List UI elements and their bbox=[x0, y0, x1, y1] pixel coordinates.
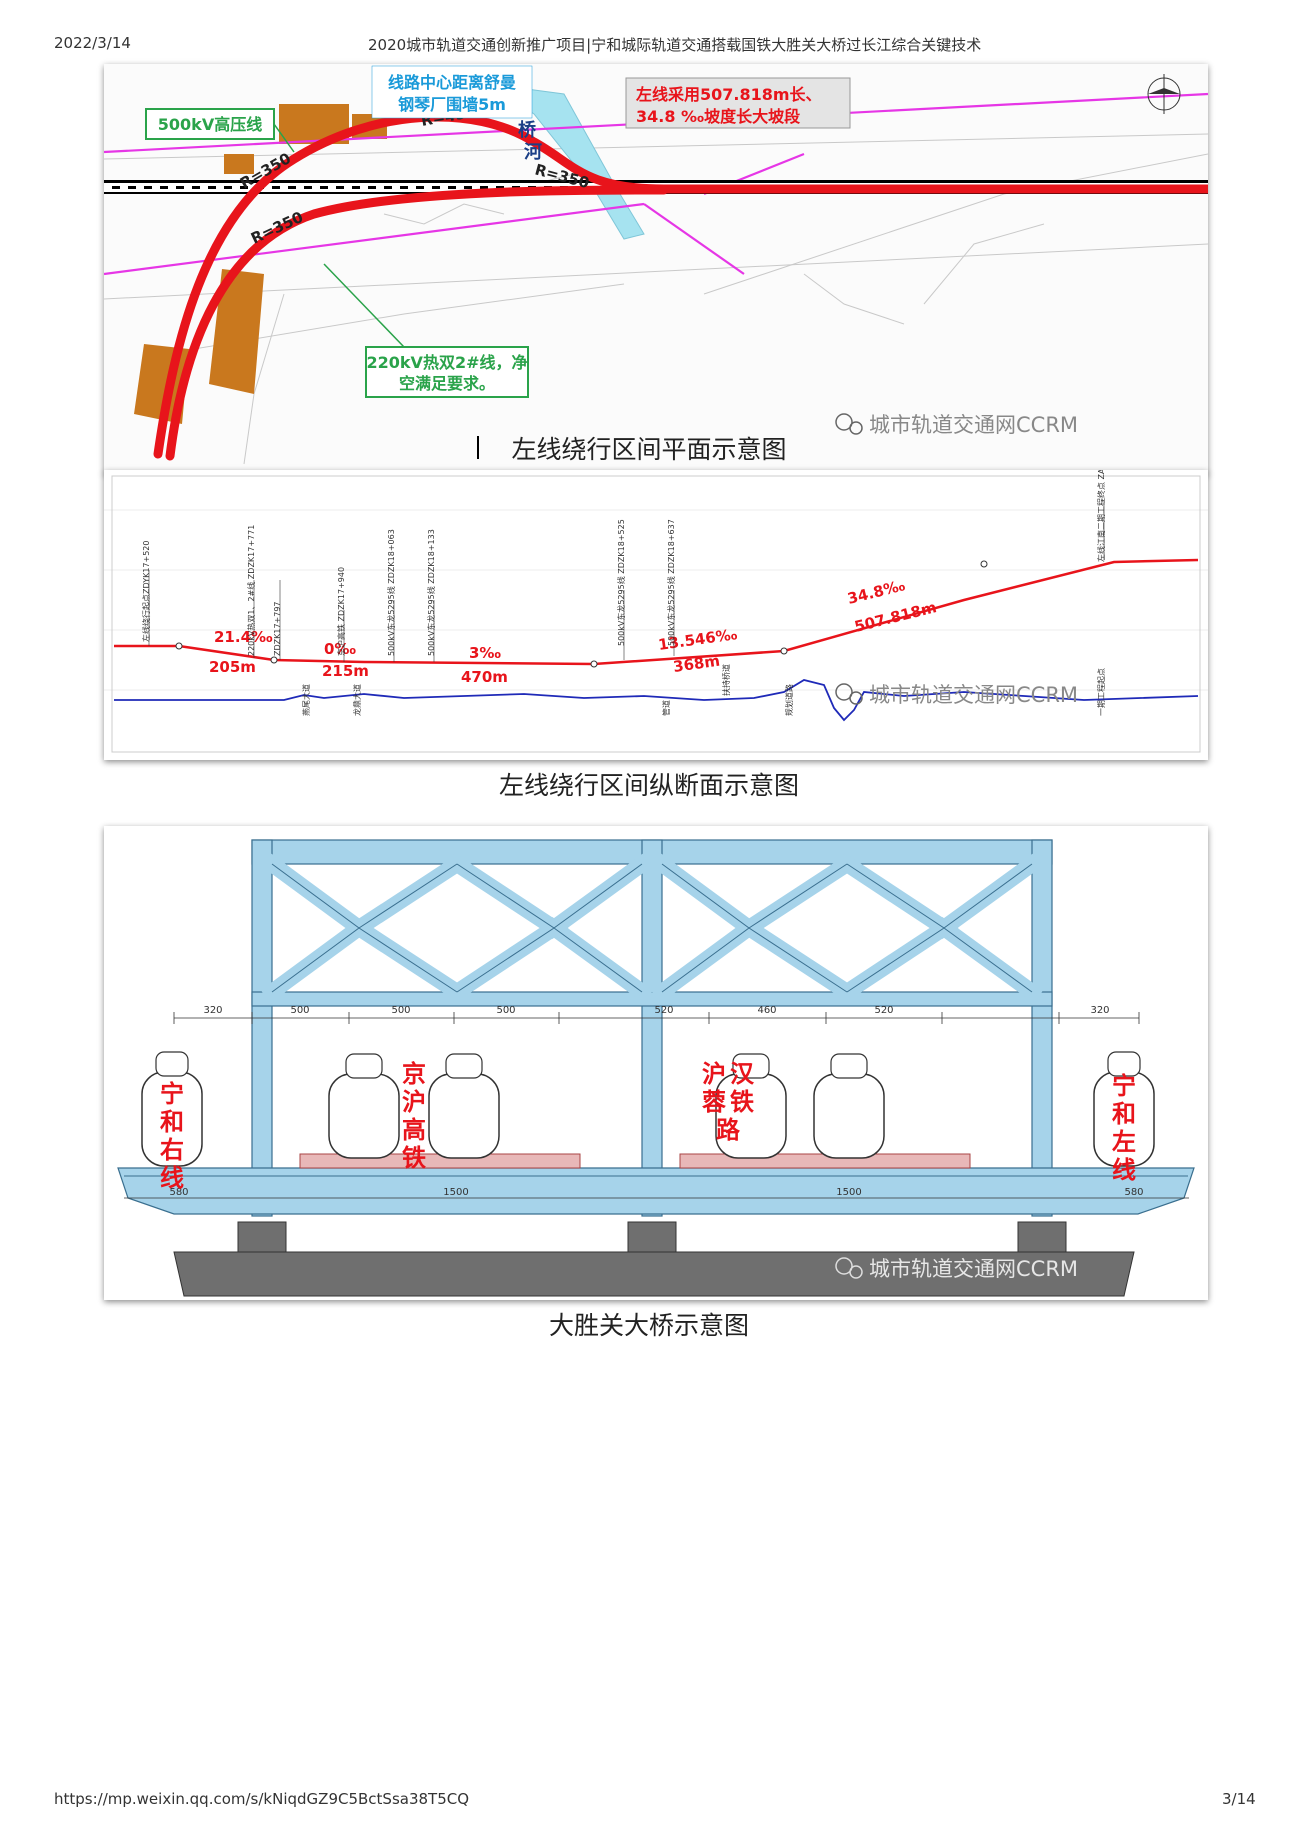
label-ninghe-left-4: 线 bbox=[1112, 1156, 1136, 1184]
grade-label-1: 21.4‰ bbox=[214, 628, 273, 646]
caption-profile: 左线绕行区间纵断面示意图 bbox=[498, 771, 799, 800]
dim-top-4: 500 bbox=[496, 1005, 515, 1016]
label-ninghe-right-4: 线 bbox=[160, 1164, 184, 1192]
caption-plan-view: 左线绕行区间平面示意图 bbox=[511, 435, 787, 464]
river-label-3: 河 bbox=[524, 142, 542, 163]
profile-annotation-2: ZDZK17+797 bbox=[273, 601, 282, 656]
label-huhan-4: 铁 bbox=[730, 1088, 754, 1116]
profile-annotation-4: 500kV东龙5295线 ZDZK18+063 bbox=[386, 529, 396, 656]
page-number: 3/14 bbox=[1222, 1790, 1256, 1808]
dim-top-7: 520 bbox=[874, 1005, 893, 1016]
callout-slope-line2: 34.8 ‰坡度长大坡段 bbox=[636, 107, 801, 126]
dim-top-6: 460 bbox=[757, 1005, 776, 1016]
label-jinghu-3: 高 bbox=[402, 1116, 426, 1144]
bridge-section-figure: 320 500 500 500 520 460 520 320 bbox=[104, 826, 1208, 1300]
dim-top-1: 320 bbox=[203, 1005, 222, 1016]
label-jinghu-4: 铁 bbox=[402, 1144, 426, 1172]
callout-distance-line1: 线路中心距离舒曼 bbox=[388, 73, 516, 92]
profile-annotation-7: 500kV东龙5295线 ZDZK18+637 bbox=[666, 519, 676, 646]
length-label-2: 215m bbox=[322, 662, 369, 680]
label-ninghe-left-2: 和 bbox=[1112, 1100, 1136, 1128]
label-ninghe-right-3: 右 bbox=[160, 1136, 184, 1164]
dim-top-2: 500 bbox=[290, 1005, 309, 1016]
dim-top-3: 500 bbox=[391, 1005, 410, 1016]
label-huhan-5: 路 bbox=[716, 1116, 741, 1144]
profile-annotation-10: 管道 bbox=[661, 700, 671, 716]
profile-annotation-6: 500kV东龙5295线 ZDZK18+525 bbox=[616, 519, 626, 646]
dim-top-5: 520 bbox=[654, 1005, 673, 1016]
profile-start-label: 左线绕行起点ZDYK17+520 bbox=[141, 541, 151, 643]
watermark-text-2: 城市轨道交通网CCRM bbox=[869, 683, 1078, 707]
dim-bottom-1: 580 bbox=[169, 1187, 188, 1198]
length-label-1: 205m bbox=[209, 658, 256, 676]
river-label-2: 桥 bbox=[518, 119, 537, 141]
length-label-3: 470m bbox=[461, 668, 508, 686]
label-ninghe-right-1: 宁 bbox=[160, 1080, 184, 1108]
label-huhan-1: 沪 bbox=[702, 1060, 726, 1088]
caption-bridge: 大胜关大桥示意图 bbox=[548, 1311, 749, 1340]
callout-220kv-line1: 220kV热双2#线，净 bbox=[367, 353, 528, 372]
profile-drawing: 21.4‰ 205m 0‰ 215m 3‰ 470m 13.546‰ 368m … bbox=[104, 470, 1208, 760]
watermark-wechat-icon bbox=[835, 413, 863, 435]
dim-top-8: 320 bbox=[1090, 1005, 1109, 1016]
profile-annotation-5: 500kV东龙5295线 ZDZK18+133 bbox=[426, 529, 436, 656]
plan-view-drawing: R=450 R=350 R=350 R=350 板 桥 河 500kV高压线 线… bbox=[104, 64, 1208, 474]
profile-annotation-8: 燕尾大道 bbox=[301, 684, 311, 716]
grade-label-2: 0‰ bbox=[324, 640, 356, 658]
label-jinghu-2: 沪 bbox=[402, 1088, 426, 1116]
watermark-text-3: 城市轨道交通网CCRM bbox=[869, 1257, 1078, 1281]
label-ninghe-right-2: 和 bbox=[160, 1108, 184, 1136]
profile-end-label: 左线江南二期工程终点 ZAK19+634.686 bbox=[1096, 470, 1106, 562]
document-title: 2020城市轨道交通创新推广项目|宁和城际轨道交通搭载国铁大胜关大桥过长江综合关… bbox=[368, 36, 982, 54]
label-jinghu-1: 京 bbox=[402, 1060, 426, 1088]
page-url[interactable]: https://mp.weixin.qq.com/s/kNiqdGZ9C5Bct… bbox=[54, 1790, 470, 1808]
watermark-text: 城市轨道交通网CCRM bbox=[869, 413, 1078, 437]
callout-distance-line2: 钢琴厂围墙5m bbox=[398, 95, 506, 114]
label-huhan-3: 蓉 bbox=[702, 1088, 726, 1116]
north-arrow-icon bbox=[1147, 74, 1181, 114]
profile-annotation-13: 一期工程起点 bbox=[1097, 668, 1106, 716]
profile-annotation-3: 京沪高铁 ZDZK17+940 bbox=[336, 567, 346, 656]
label-huhan-2: 汉 bbox=[730, 1060, 755, 1088]
plan-view-figure: R=450 R=350 R=350 R=350 板 桥 河 500kV高压线 线… bbox=[104, 64, 1208, 474]
dim-bottom-4: 580 bbox=[1124, 1187, 1143, 1198]
profile-annotation-1: 220kV热双1、2#线 ZDZK17+771 bbox=[246, 525, 256, 656]
grade-label-3: 3‰ bbox=[469, 644, 501, 662]
label-ninghe-left-3: 左 bbox=[1112, 1128, 1136, 1156]
callout-slope-line1: 左线采用507.818m长、 bbox=[635, 85, 822, 104]
profile-figure: 21.4‰ 205m 0‰ 215m 3‰ 470m 13.546‰ 368m … bbox=[104, 470, 1208, 760]
watermark-wechat-icon-3 bbox=[835, 1257, 863, 1279]
profile-annotation-9: 龙鼎大道 bbox=[352, 684, 362, 716]
dim-bottom-3: 1500 bbox=[836, 1187, 861, 1198]
callout-220kv-line2: 空满足要求。 bbox=[399, 374, 495, 393]
watermark-wechat-icon-2 bbox=[835, 683, 863, 705]
label-ninghe-left-1: 宁 bbox=[1112, 1072, 1136, 1100]
profile-annotation-11: 扶持桥道 bbox=[721, 664, 731, 696]
bridge-section-drawing: 320 500 500 500 520 460 520 320 bbox=[104, 826, 1208, 1300]
print-date: 2022/3/14 bbox=[54, 34, 131, 52]
dim-bottom-2: 1500 bbox=[443, 1187, 468, 1198]
callout-500kv: 500kV高压线 bbox=[158, 115, 262, 134]
profile-annotation-12: 规划道路 bbox=[784, 684, 794, 716]
